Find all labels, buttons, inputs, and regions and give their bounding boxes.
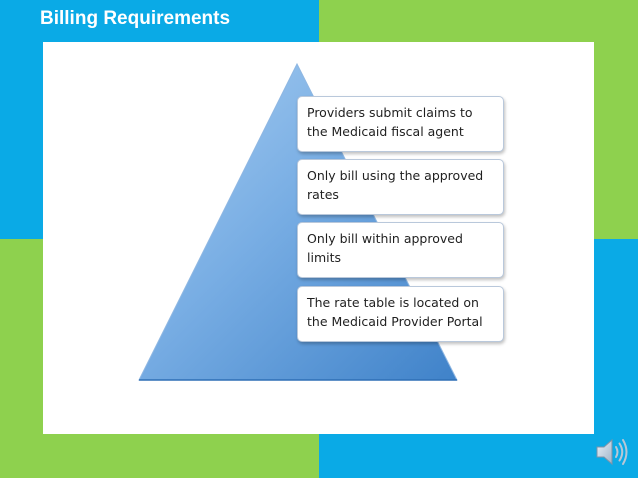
pyramid-item-1: Providers submit claims to the Medicaid … <box>297 96 504 152</box>
pyramid-item-4: The rate table is located on the Medicai… <box>297 286 504 342</box>
pyramid-item-3: Only bill within approved limits <box>297 222 504 278</box>
slide-title: Billing Requirements <box>40 8 231 29</box>
pyramid-item-2: Only bill using the approved rates <box>297 159 504 215</box>
speaker-icon[interactable] <box>594 436 630 468</box>
